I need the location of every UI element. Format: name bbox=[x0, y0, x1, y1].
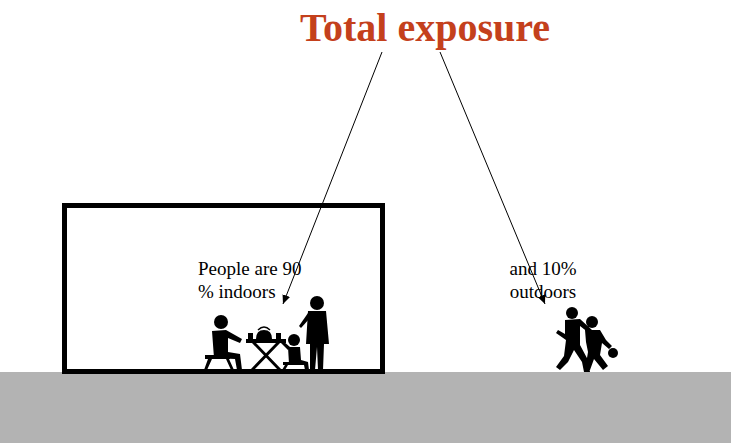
house-outline bbox=[65, 206, 383, 372]
players-silhouette bbox=[556, 307, 618, 372]
ground bbox=[0, 372, 731, 443]
share-note: and 10% outdoors bbox=[497, 257, 589, 303]
share-note: People are 90 % indoors bbox=[198, 257, 312, 303]
family-silhouette bbox=[204, 296, 329, 370]
diagram-title: Total exposure bbox=[300, 4, 550, 51]
